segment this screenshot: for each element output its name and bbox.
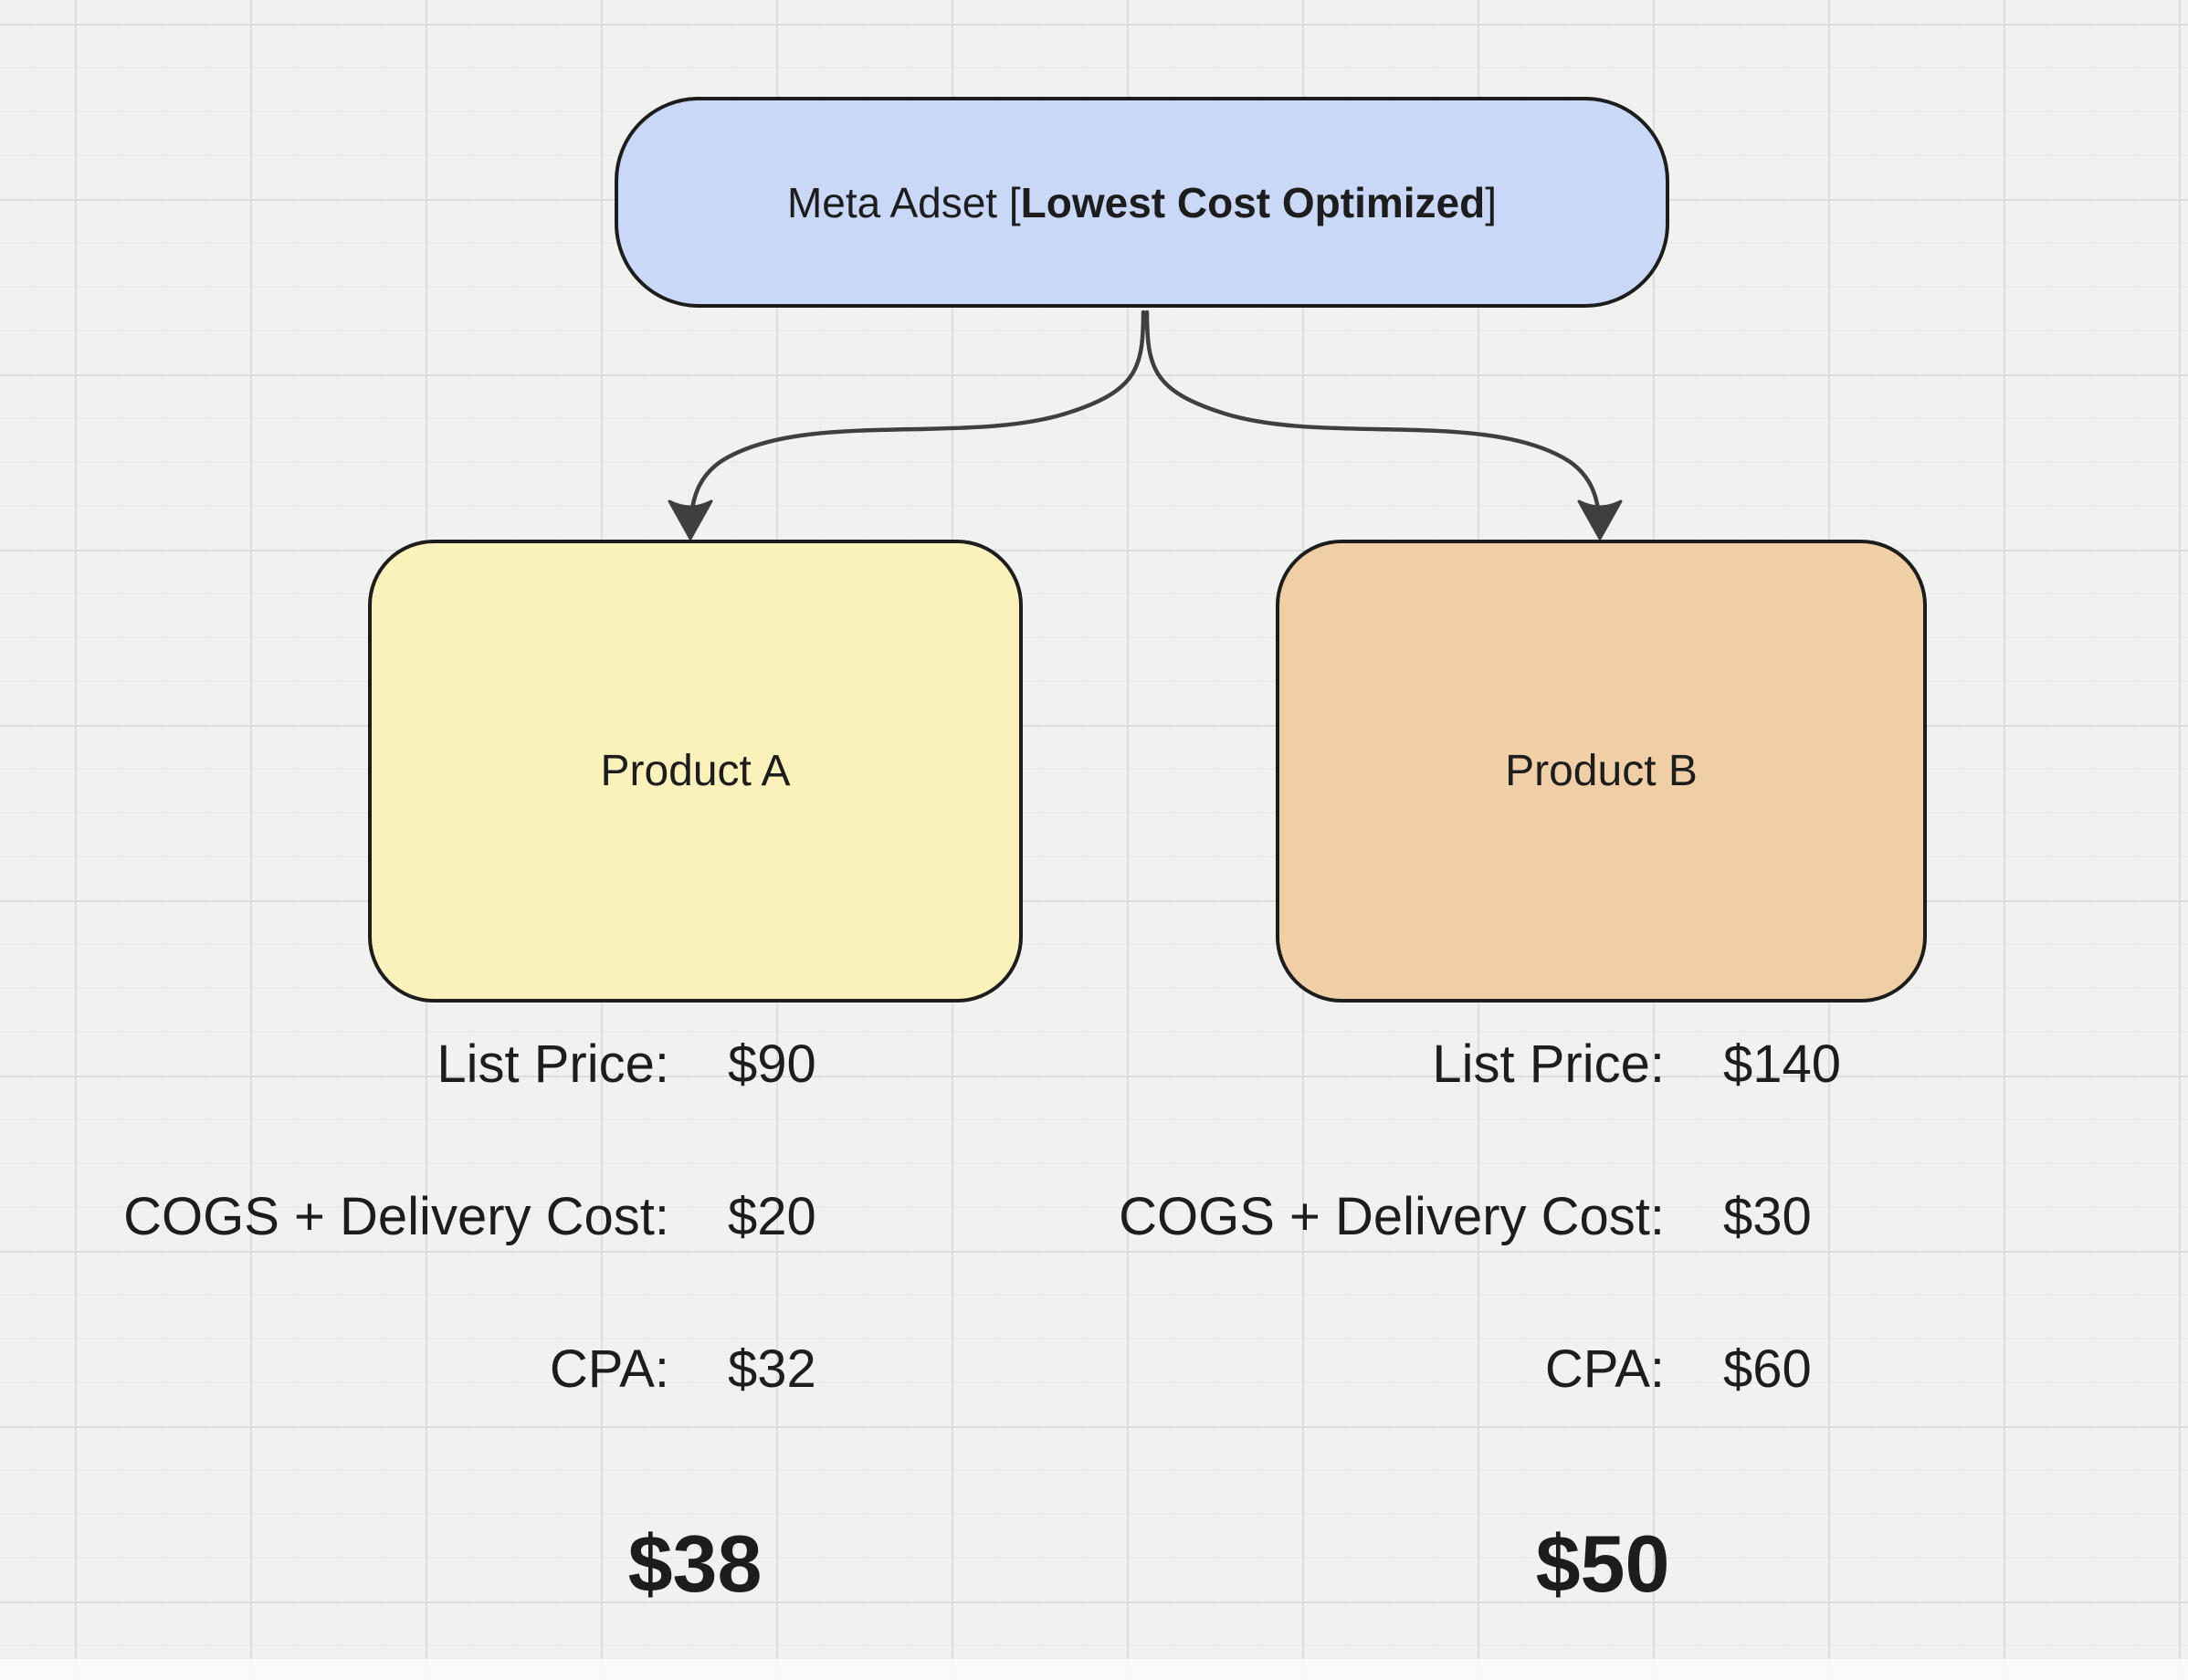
meta-adset-node[interactable]: Meta Adset [Lowest Cost Optimized] <box>615 97 1669 308</box>
product-a-node[interactable]: Product A <box>368 540 1023 1003</box>
stat-label: COGS + Delivery Cost: <box>1119 1187 1665 1246</box>
meta-adset-label: Meta Adset [Lowest Cost Optimized] <box>786 178 1498 226</box>
canvas-bottom-edge <box>0 1659 2188 1680</box>
product-b-net-value[interactable]: $50 <box>1535 1518 1670 1609</box>
stat-value: $90 <box>728 1034 816 1094</box>
product-a-label: Product A <box>600 747 791 795</box>
stat-value: $140 <box>1723 1034 1842 1094</box>
arrow-root-to-product-b[interactable] <box>1144 310 1603 527</box>
stat-value: $30 <box>1723 1187 1812 1246</box>
stat-value: $32 <box>728 1339 816 1399</box>
product-a-net-value[interactable]: $38 <box>627 1518 763 1609</box>
stat-value: $60 <box>1723 1339 1812 1399</box>
arrowhead-product-b[interactable] <box>1577 499 1623 541</box>
stat-label: CPA: <box>1544 1339 1665 1399</box>
product-a-stats[interactable]: List Price: $90 COGS + Delivery Cost: $2… <box>91 1037 816 1397</box>
stat-label: List Price: <box>437 1034 669 1094</box>
stat-label: CPA: <box>549 1339 669 1399</box>
product-b-label: Product B <box>1505 747 1698 795</box>
arrowhead-product-a[interactable] <box>668 499 713 541</box>
product-b-stats[interactable]: List Price: $140 COGS + Delivery Cost: $… <box>1087 1037 1841 1397</box>
stat-label: COGS + Delivery Cost: <box>123 1187 669 1246</box>
stat-label: List Price: <box>1432 1034 1665 1094</box>
product-b-node[interactable]: Product B <box>1276 540 1927 1003</box>
arrow-root-to-product-a[interactable] <box>688 310 1146 527</box>
stat-value: $20 <box>728 1187 816 1246</box>
